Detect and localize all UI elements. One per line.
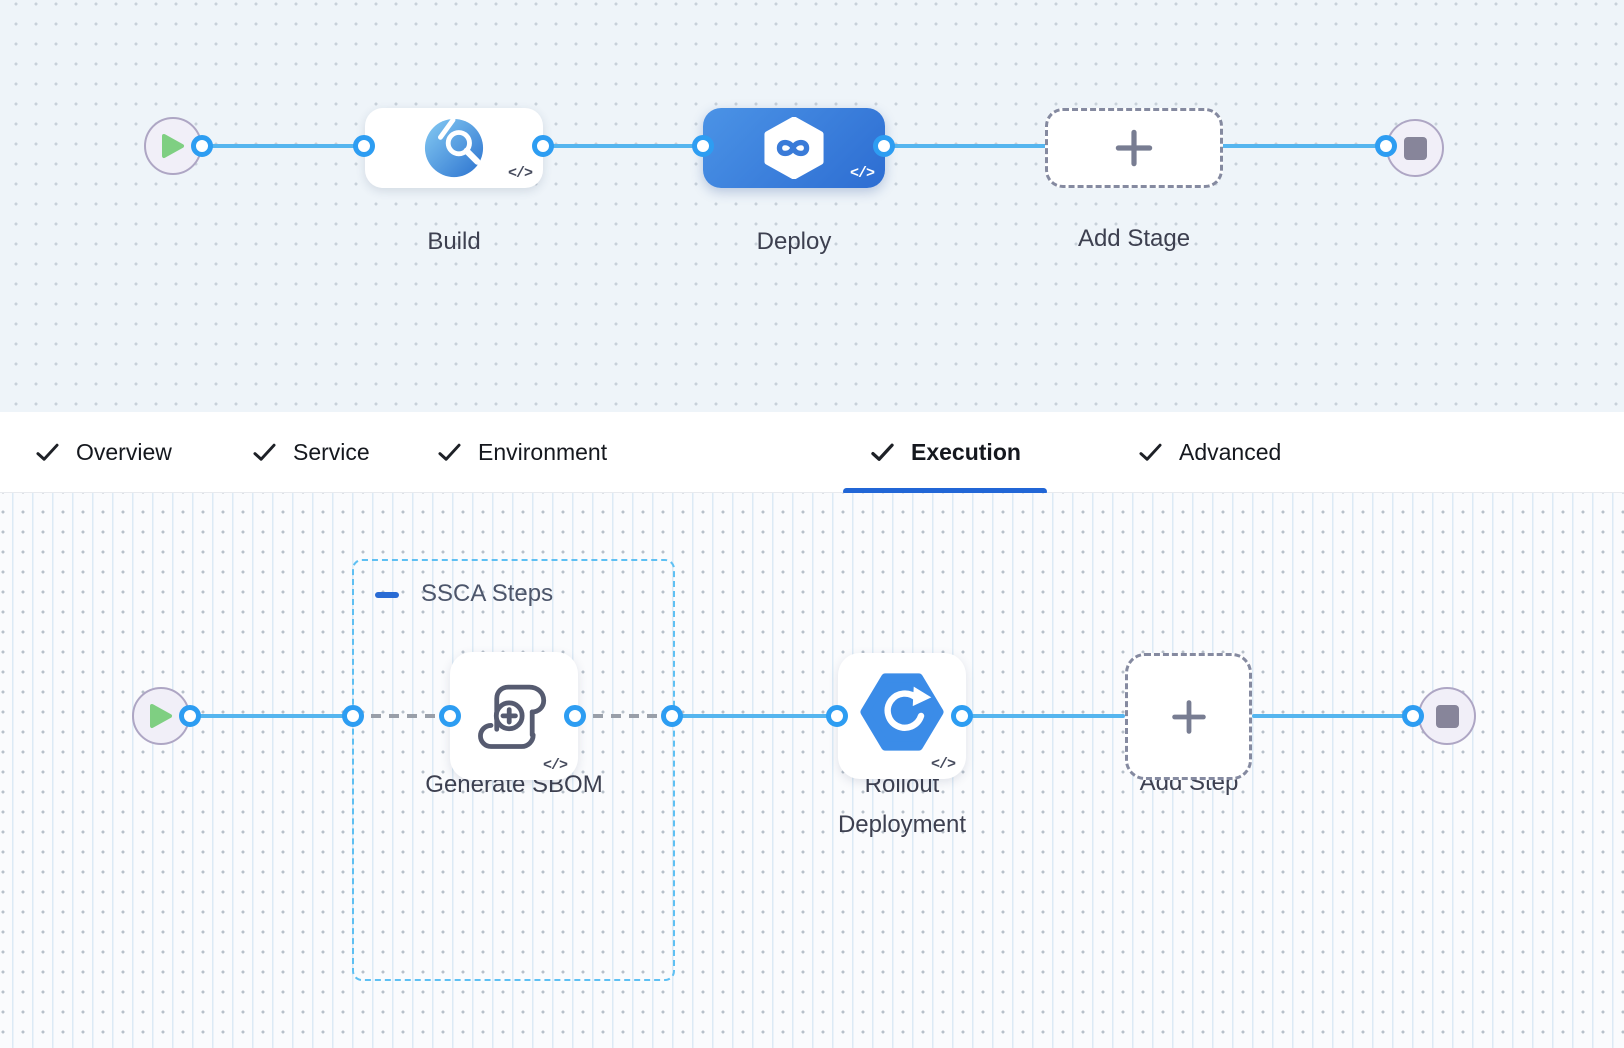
plus-icon [1171, 699, 1206, 734]
step-edge [1252, 714, 1413, 718]
connector-port[interactable] [439, 705, 461, 727]
connector-port[interactable] [692, 135, 714, 157]
code-icon: </> [930, 756, 956, 773]
cd-deploy-icon [764, 117, 824, 179]
connector-port[interactable] [353, 135, 375, 157]
stage-card-deploy[interactable]: </> [703, 108, 885, 188]
add-stage-button[interactable] [1045, 108, 1223, 188]
stage-pipeline-canvas: </> </> Build Deploy Add Stage [0, 0, 1624, 412]
tab-execution[interactable]: Execution [843, 412, 1047, 495]
tab-label: Environment [478, 438, 608, 465]
connector-port[interactable] [564, 705, 586, 727]
code-icon: </> [849, 165, 875, 182]
connector-port[interactable] [191, 135, 213, 157]
check-icon [253, 443, 276, 461]
ssca-step-group [352, 559, 675, 981]
check-icon [871, 443, 894, 461]
stop-icon [1435, 704, 1459, 728]
connector-port[interactable] [826, 705, 848, 727]
tab-label: Advanced [1179, 438, 1282, 465]
execution-start-node [132, 687, 190, 745]
pipeline-start-node [144, 117, 202, 175]
tab-environment[interactable]: Environment [410, 412, 633, 492]
tab-label: Overview [76, 438, 172, 465]
step-card-generate-sbom[interactable]: </> [450, 652, 578, 780]
code-icon: </> [542, 757, 568, 774]
play-icon [162, 134, 184, 158]
step-group-label: SSCA Steps [421, 580, 554, 607]
rollout-deployment-icon [860, 673, 944, 751]
connector-port[interactable] [1402, 705, 1424, 727]
execution-end-node [1418, 687, 1476, 745]
stage-label-build: Build [427, 228, 481, 255]
step-card-rollout-deployment[interactable]: </> [838, 653, 966, 779]
tab-advanced[interactable]: Advanced [1111, 412, 1307, 492]
connector-port[interactable] [1375, 135, 1397, 157]
check-icon [438, 443, 461, 461]
check-icon [36, 443, 59, 461]
stage-tabbar: Overview Service Environment Execution A… [0, 412, 1624, 495]
step-edge-dashed [353, 714, 450, 718]
plus-icon [1115, 129, 1153, 167]
sbom-scroll-icon [478, 684, 547, 749]
stage-label-add-stage: Add Stage [1077, 225, 1191, 252]
stage-card-build[interactable]: </> [365, 108, 543, 188]
add-step-button[interactable] [1125, 653, 1252, 780]
step-edge [190, 714, 353, 718]
code-icon: </> [507, 165, 533, 182]
execution-step-canvas: SSCA Steps </> </> [0, 493, 1624, 1048]
connector-port[interactable] [661, 705, 683, 727]
tab-label: Service [293, 438, 370, 465]
step-edge [672, 714, 837, 718]
check-icon [1139, 443, 1162, 461]
connector-port[interactable] [951, 705, 973, 727]
tab-label: Execution [911, 438, 1021, 465]
connector-port[interactable] [342, 705, 364, 727]
connector-port[interactable] [179, 705, 201, 727]
connector-port[interactable] [532, 135, 554, 157]
ci-build-icon [424, 117, 484, 178]
collapse-group-icon[interactable] [375, 592, 399, 598]
play-icon [150, 704, 172, 728]
step-edge [962, 714, 1125, 718]
stage-label-deploy: Deploy [756, 228, 832, 255]
stop-icon [1403, 136, 1427, 160]
step-edge-dashed [575, 714, 672, 718]
tab-service[interactable]: Service [225, 412, 396, 492]
connector-port[interactable] [873, 135, 895, 157]
tab-overview[interactable]: Overview [8, 412, 198, 492]
